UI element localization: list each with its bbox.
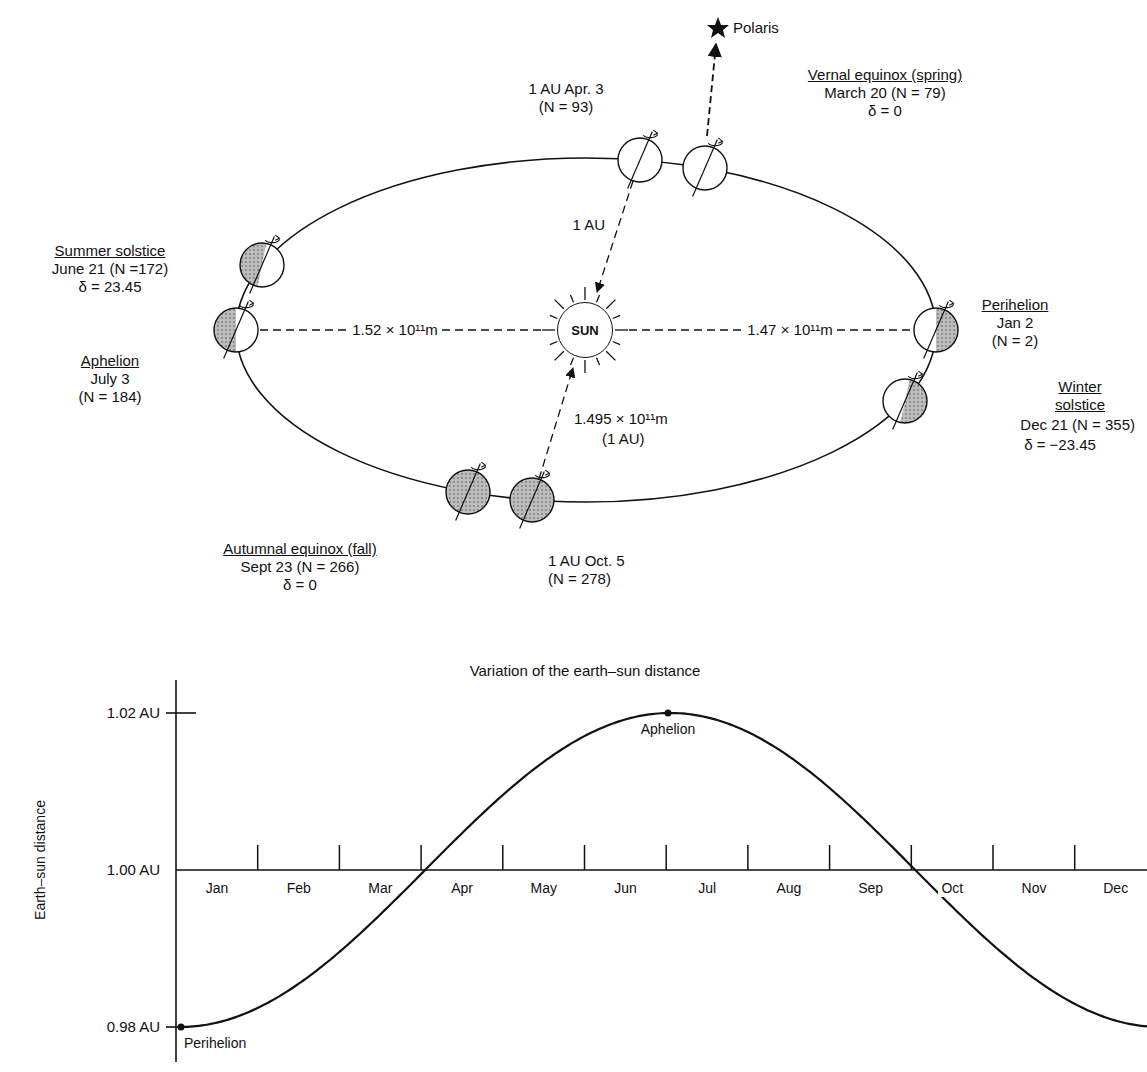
axis-tick-label: 1.00 AU — [107, 861, 160, 879]
event-heading: Summer solstice — [55, 242, 166, 260]
date-label: March 20 (N = 79) — [824, 84, 945, 102]
date-label: Dec 21 (N = 355) — [1020, 416, 1135, 434]
sun-circle: SUN — [557, 302, 613, 358]
distance-label: 1.52 × 10¹¹m — [349, 321, 440, 339]
day-number: (N = 93) — [539, 98, 594, 116]
date-label: June 21 (N =172) — [52, 260, 168, 278]
declination-label: δ = 0 — [283, 576, 317, 594]
distance-label: (1 AU) — [602, 430, 645, 448]
event-heading: Winter solstice — [1040, 378, 1120, 414]
month-label: Oct — [938, 879, 966, 897]
event-heading: Perihelion — [982, 296, 1049, 314]
orbit-ellipse — [236, 158, 936, 502]
month-label: Feb — [287, 879, 311, 897]
distance-label: 1 AU — [572, 216, 605, 234]
declination-label: δ = 0 — [868, 102, 902, 120]
point-label: Aphelion — [641, 720, 696, 738]
axis-title: Earth–sun distance — [31, 800, 49, 920]
month-label: Aug — [776, 879, 801, 897]
distance-label: 1.495 × 10¹¹m — [574, 410, 668, 428]
date-label: 1 AU Oct. 5 — [548, 552, 625, 570]
distance-chart — [166, 680, 1147, 1062]
earth-symbols — [214, 130, 958, 528]
month-label: Apr — [451, 879, 473, 897]
month-label: Dec — [1103, 879, 1128, 897]
event-heading: Autumnal equinox (fall) — [223, 540, 376, 558]
month-label: Jun — [614, 879, 637, 897]
month-label: Sep — [858, 879, 883, 897]
declination-label: δ = −23.45 — [1024, 436, 1096, 454]
star-label: Polaris — [733, 19, 779, 37]
date-label: Jan 2 — [997, 314, 1034, 332]
month-label: May — [531, 879, 557, 897]
day-number: (N = 2) — [992, 332, 1038, 350]
month-label: Jul — [698, 879, 716, 897]
sun-rays — [542, 287, 628, 373]
event-heading: Vernal equinox (spring) — [808, 66, 962, 84]
day-number: (N = 184) — [79, 388, 142, 406]
date-label: 1 AU Apr. 3 — [528, 80, 603, 98]
date-label: Sept 23 (N = 266) — [241, 558, 360, 576]
month-label: Nov — [1022, 879, 1047, 897]
chart-title: Variation of the earth–sun distance — [470, 662, 701, 680]
distance-lines — [260, 181, 912, 479]
point-label: Perihelion — [184, 1034, 246, 1052]
sun-label: SUN — [571, 323, 598, 338]
month-label: Mar — [365, 879, 395, 897]
event-heading: Aphelion — [81, 352, 139, 370]
declination-label: δ = 23.45 — [79, 278, 142, 296]
date-label: July 3 — [90, 370, 129, 388]
distance-label: 1.47 × 10¹¹m — [744, 321, 835, 339]
polaris-pointer — [707, 17, 729, 136]
day-number: (N = 278) — [548, 570, 611, 588]
axis-tick-label: 0.98 AU — [107, 1018, 160, 1036]
axis-tick-label: 1.02 AU — [107, 704, 160, 722]
month-label: Jan — [206, 879, 229, 897]
